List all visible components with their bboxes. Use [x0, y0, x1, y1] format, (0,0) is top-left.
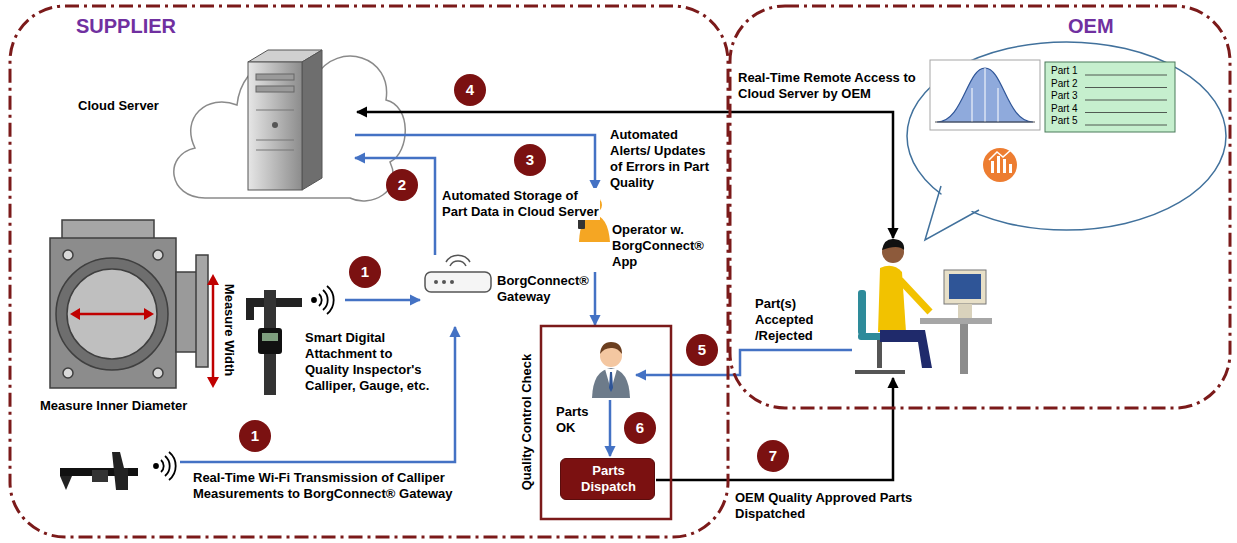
table-cell: Part 5	[1051, 115, 1091, 127]
node-text: Smart Digital Attachment to Quality Insp…	[305, 330, 435, 394]
node-text: Operator w. BorgConnect® App	[612, 222, 722, 270]
node-text: Quality Control Check	[519, 327, 535, 517]
edge-label: Automated Storage of Part Data in Cloud …	[442, 188, 600, 220]
gateway: BorgConnect® Gateway	[420, 255, 590, 325]
inspector-icon	[592, 342, 630, 398]
flow-label: Real-Time Wi-Fi Transmission of Calliper…	[193, 470, 493, 502]
table-cell: Part 4	[1051, 103, 1091, 115]
dimension-label: Measure Inner Diameter	[40, 398, 225, 414]
table-cell: Part 3	[1051, 90, 1091, 102]
node-text: OEM	[1068, 14, 1148, 38]
node-text: BorgConnect® Gateway	[497, 273, 589, 305]
callout-number: 5	[686, 334, 718, 366]
wifi-arrow	[180, 327, 455, 462]
speech-bubble: Part 1Part 2Part 3Part 4Part 5	[905, 40, 1228, 232]
table-cell: Part 1	[1051, 65, 1091, 77]
measure-arrows	[70, 274, 219, 388]
table-cell: Part 2	[1051, 78, 1091, 90]
cloud-outline	[174, 56, 405, 201]
wifi-symbol	[312, 286, 334, 314]
node-text: Parts Dispatch	[566, 463, 651, 495]
dimension-label: Measure Width	[221, 270, 237, 390]
server-tower	[248, 50, 322, 190]
callout-number: 1	[349, 256, 381, 288]
cloud-server: Cloud Server	[190, 40, 355, 205]
smart-calliper: Smart Digital Attachment to Quality Insp…	[235, 285, 345, 435]
dispatch-arrow	[656, 378, 893, 480]
oem-region: OEMPart 1Part 2Part 3Part 4Part 5	[728, 4, 1232, 410]
engineer-icon	[855, 239, 992, 374]
callout-number: 4	[454, 74, 486, 106]
accept-reject-arrow	[636, 350, 852, 375]
callout-number: 6	[624, 412, 656, 444]
router-icon	[425, 255, 491, 292]
node-text: SUPPLIER	[76, 14, 216, 38]
flow-arrow	[345, 299, 420, 302]
remote-access-arrow	[357, 112, 893, 238]
callout-number: 3	[514, 144, 546, 176]
flow-arrow	[594, 272, 597, 325]
flow-label: Real-Time Remote Access to Cloud Server …	[738, 70, 943, 102]
flow-label: Parts OK	[556, 404, 606, 436]
flow-arrow	[355, 158, 435, 255]
callout-number: 1	[239, 420, 271, 452]
callout-number: 7	[757, 440, 789, 472]
callout-number: 2	[386, 169, 418, 201]
parts-dispatch: Parts Dispatch	[560, 458, 655, 500]
valve-body	[50, 220, 208, 388]
flow-label: OEM Quality Approved Parts Dispatched	[735, 490, 975, 522]
calliper-icon	[246, 290, 302, 395]
node-text: Cloud Server	[78, 98, 178, 114]
parts-ok-arrow	[609, 400, 612, 456]
flow-label: Part(s) Accepted /Rejected	[755, 296, 840, 344]
wifi-symbol	[154, 452, 176, 480]
calliper-icon	[60, 452, 138, 490]
edge-label: Automated Alerts/ Updates of Errors in P…	[610, 127, 715, 191]
